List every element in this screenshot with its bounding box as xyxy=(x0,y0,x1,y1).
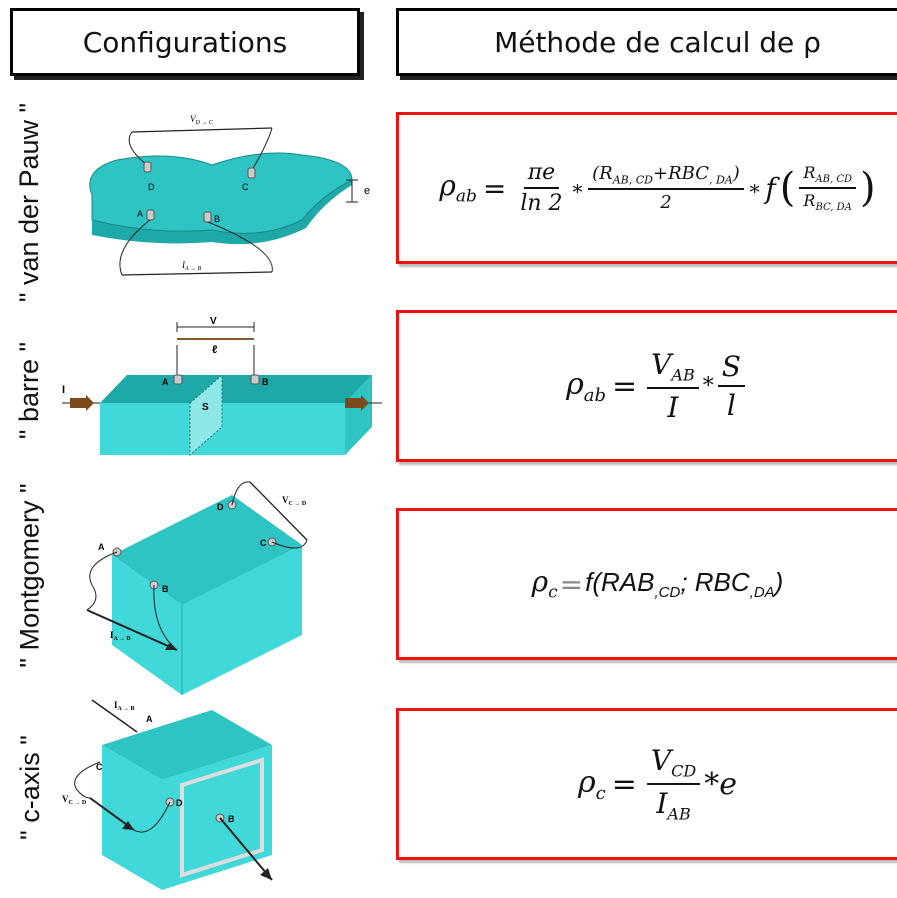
contact-a xyxy=(146,209,155,221)
s-label: S xyxy=(202,402,209,413)
row-label-montgomery: " Montgomery " xyxy=(14,482,45,668)
barre-illustration: V ℓ A B S I xyxy=(62,316,382,457)
contact-c-label: C xyxy=(260,538,267,548)
current-label: IA → B xyxy=(114,700,135,712)
ratio-fraction: RAB, CD RBC, DA xyxy=(799,163,856,213)
contact-d xyxy=(143,161,152,173)
method-header: Méthode de calcul de ρ xyxy=(396,8,897,76)
row-label-barre: " barre " xyxy=(14,341,45,439)
contact-b xyxy=(203,211,212,223)
contact-d-label: D xyxy=(176,798,183,808)
voltage-line xyxy=(131,127,273,133)
contact-d-label: D xyxy=(148,182,155,192)
contact-a xyxy=(173,374,183,385)
row-label-van-der-pauw: " van der Pauw " xyxy=(14,102,45,303)
contact-b-label: B xyxy=(262,377,269,387)
formula-montgomery: ρc = f(RAB,CD; RBC,DA) xyxy=(396,508,897,660)
voltage-label: VC → D xyxy=(282,495,307,507)
v-label: V xyxy=(210,316,217,327)
contact-c-label: C xyxy=(242,182,249,192)
resistance-fraction: (RAB, CD+RBC, DA) 2 xyxy=(588,163,744,213)
contact-c-label: C xyxy=(96,762,103,772)
row-label-c-axis: " c-axis " xyxy=(14,735,45,840)
contact-a-label: A xyxy=(98,542,105,552)
contact-c xyxy=(247,167,256,179)
i-label: I xyxy=(62,384,65,396)
cross-section xyxy=(189,373,223,457)
contact-d-label: D xyxy=(217,502,224,512)
l-label: ℓ xyxy=(212,344,217,356)
rho-symbol: ρab xyxy=(439,169,477,207)
contact-b-label: B xyxy=(162,584,169,594)
configurations-title: Configurations xyxy=(82,25,288,59)
c-axis-illustration: IA → B A C D B VC → D xyxy=(62,699,273,890)
current-arrow-out xyxy=(345,395,369,411)
contact-a-label: A xyxy=(162,377,169,387)
current-label: IA → B xyxy=(110,630,131,642)
contact-b xyxy=(250,374,260,385)
current-arrow-in xyxy=(70,395,94,411)
voltage-label: VD → C xyxy=(190,114,214,126)
current-line xyxy=(121,271,273,276)
method-title: Méthode de calcul de ρ xyxy=(494,25,821,59)
contact-b-label: B xyxy=(214,214,220,224)
contact-b-label: B xyxy=(228,814,235,824)
voltage-label: VC → D xyxy=(62,794,87,806)
contact-a-label: A xyxy=(146,714,153,724)
montgomery-illustration: D A C B VC → D IA → B xyxy=(86,481,308,695)
thickness-label: e xyxy=(364,185,370,197)
contact-a-label: A xyxy=(137,209,143,219)
current-label: IA → B xyxy=(181,260,202,272)
configurations-header: Configurations xyxy=(10,8,360,76)
van-der-pauw-illustration: D C A B VD → C IA → B e xyxy=(89,114,370,276)
